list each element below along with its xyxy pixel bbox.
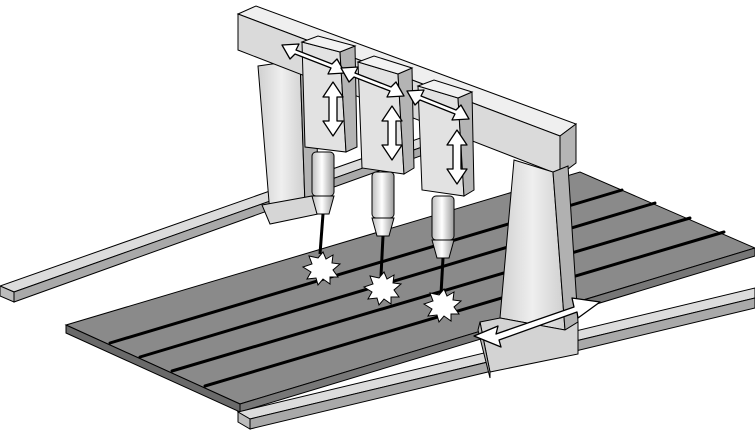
- torch-nozzle: [311, 195, 335, 215]
- weld-spark: [362, 271, 403, 307]
- torch-body: [371, 171, 395, 219]
- weld-seam: [203, 230, 726, 388]
- torch-body: [311, 151, 335, 197]
- torch-body: [431, 195, 455, 241]
- vertical-arrow-3-icon: [446, 129, 468, 185]
- travel-arrow-icon: [473, 297, 601, 348]
- vertical-arrow-1-icon: [322, 81, 344, 137]
- horizontal-motion-arrows: [281, 43, 470, 121]
- right-leg: [477, 159, 579, 379]
- vertical-arrow-2-icon: [381, 105, 403, 161]
- weld-spark: [301, 251, 342, 287]
- torch-nozzle: [431, 239, 455, 259]
- torch-nozzle: [371, 217, 395, 237]
- weld-spark: [422, 288, 463, 324]
- horizontal-arrow-2-icon: [340, 66, 405, 98]
- horizontal-arrow-3-icon: [406, 89, 470, 121]
- vertical-motion-arrows: [322, 81, 468, 185]
